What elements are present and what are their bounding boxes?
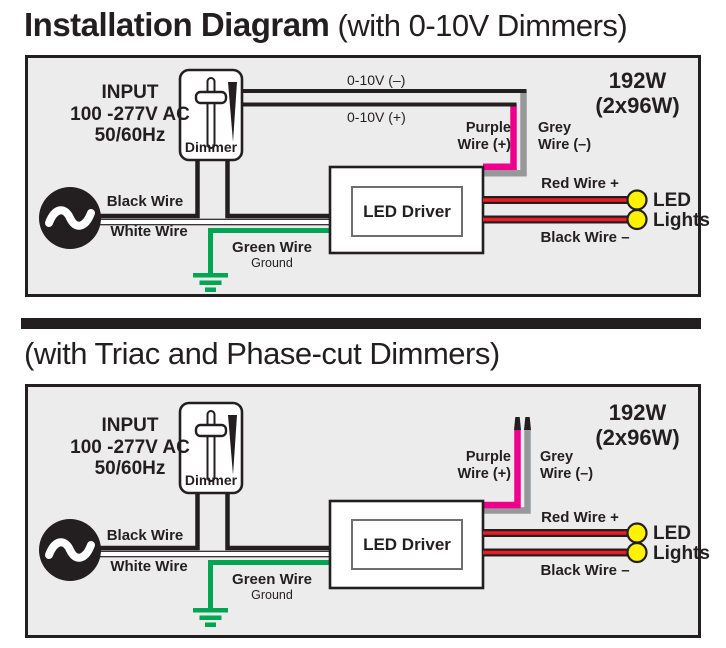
black-wire-minus-label: Black Wire – <box>540 229 630 246</box>
green-wire <box>208 560 330 608</box>
black-wire-ac-to-dimmer <box>95 160 200 219</box>
dimmer-slider-icon <box>194 410 237 482</box>
grey-wire-label: Grey Wire (–) <box>540 449 594 482</box>
page-title-suffix: (with 0-10V Dimmers) <box>329 8 628 43</box>
white-wire-label: White Wire <box>110 558 188 575</box>
dimmer-wedge-icon <box>228 82 237 142</box>
purple-wire-label: Purple Wire (+) <box>457 449 511 482</box>
ground-label: Ground <box>251 256 293 270</box>
black-wire-label: Black Wire <box>106 527 184 544</box>
dimmer-label: Dimmer <box>184 139 238 155</box>
page-title-main: Installation Diagram <box>24 6 330 43</box>
sine-wave-icon <box>45 538 95 562</box>
wire-cap-icon <box>514 417 521 430</box>
dimmer-box <box>178 401 244 495</box>
black-wire-dimmer-to-driver <box>225 493 330 551</box>
purple-wire <box>483 429 521 509</box>
black-wire-minus-label: Black Wire – <box>540 562 630 579</box>
red-wire-plus-label: Red Wire + <box>541 509 619 526</box>
black-wire-ac-to-dimmer <box>95 493 200 551</box>
led-driver-box <box>328 165 485 255</box>
diagram-border <box>25 384 701 638</box>
input-spec-label: INPUT 100 -277V AC 50/60Hz <box>70 415 190 479</box>
white-wire <box>84 550 336 558</box>
led-driver-label: LED Driver <box>363 534 451 554</box>
purple-wire-label: Purple Wire (+) <box>457 120 511 153</box>
led-lights-label: LED Lights <box>653 523 710 564</box>
led-lights-label: LED Lights <box>653 190 710 231</box>
grey-wire <box>483 91 527 177</box>
ground-icon <box>193 608 228 627</box>
dimmer-box <box>178 68 244 162</box>
section-divider <box>21 318 701 329</box>
sine-wave-icon <box>45 206 95 230</box>
ac-source-icon <box>39 187 101 249</box>
grey-wire <box>483 429 531 514</box>
wattage-label: 192W (2x96W) <box>595 400 680 450</box>
wire-cap-icon <box>524 417 531 430</box>
led-light-dot <box>626 208 648 231</box>
white-wire-label: White Wire <box>110 223 188 240</box>
led-driver-box <box>328 499 485 590</box>
diagram-triac-drawing <box>25 384 701 638</box>
input-spec-label: INPUT 100 -277V AC 50/60Hz <box>70 82 190 146</box>
black-wire-dimmer-to-driver <box>225 160 330 219</box>
ground-icon <box>193 273 228 292</box>
wattage-label: 192W (2x96W) <box>595 68 680 118</box>
led-light-dot <box>626 522 648 544</box>
diagram-triac: INPUT 100 -277V AC 50/60Hz Dimmer 192W (… <box>25 384 710 638</box>
led-light-dot <box>626 541 648 564</box>
dimmer-slider-icon <box>194 77 237 149</box>
black-wire-label: Black Wire <box>106 193 184 210</box>
ground-label: Ground <box>251 588 293 602</box>
page-title: Installation Diagram (with 0-10V Dimmers… <box>24 6 628 44</box>
led-driver-label: LED Driver <box>363 201 451 221</box>
green-wire-label: Green Wire <box>232 571 312 588</box>
green-wire-label: Green Wire <box>232 239 312 256</box>
diagram-0-10v: INPUT 100 -277V AC 50/60Hz Dimmer 0-10V … <box>25 55 710 297</box>
ac-source-icon <box>39 519 101 581</box>
led-light-dot <box>626 189 648 211</box>
dimmer-label: Dimmer <box>184 472 238 488</box>
section2-title: (with Triac and Phase-cut Dimmers) <box>24 336 500 371</box>
grey-wire-label: Grey Wire (–) <box>538 120 592 153</box>
diagram-border <box>25 55 701 297</box>
diagram-0-10v-drawing <box>25 55 701 297</box>
label-0-10v-pos: 0-10V (+) <box>347 109 406 125</box>
red-wire-plus-label: Red Wire + <box>541 175 619 192</box>
label-0-10v-neg: 0-10V (–) <box>347 72 406 88</box>
green-wire <box>208 228 330 273</box>
dimmer-wedge-icon <box>228 415 237 475</box>
purple-wire <box>483 104 517 171</box>
